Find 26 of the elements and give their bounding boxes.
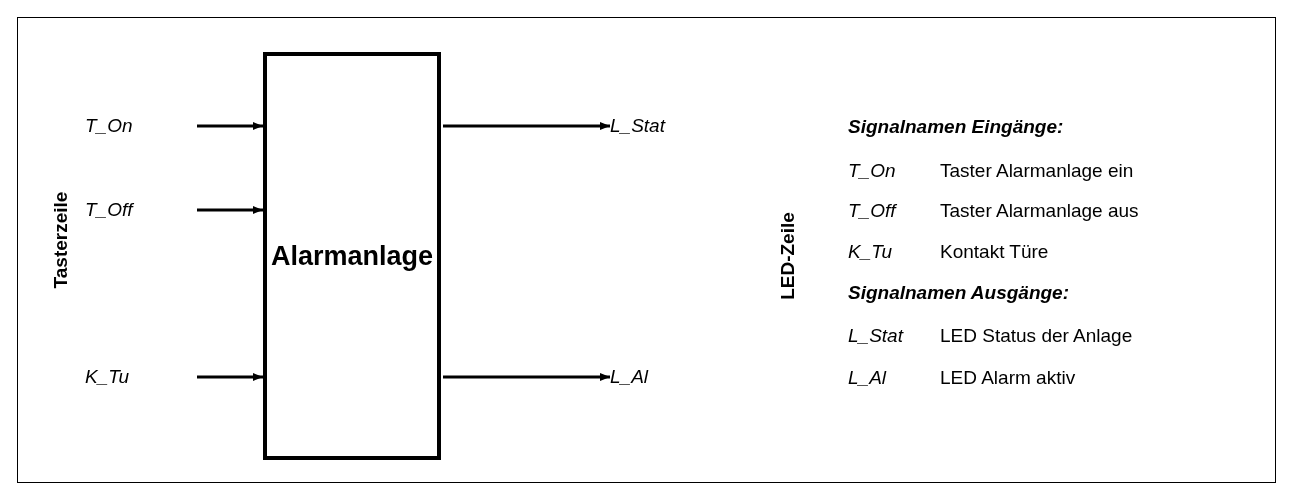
signal-name: T_On [85, 114, 195, 138]
signal-name: L_Al [610, 365, 690, 389]
arrow [443, 122, 610, 130]
table-heading: Signalnamen Eingänge: [848, 117, 1064, 136]
signal-name: L_Al [848, 368, 887, 387]
signal-description: LED Status der Anlage [940, 326, 1133, 345]
table-heading: Signalnamen Ausgänge: [848, 283, 1069, 302]
signal-name: K_Tu [848, 242, 892, 261]
signal-description: Kontakt Türe [940, 242, 1049, 261]
signal-name: T_Off [85, 198, 195, 222]
arrow [197, 206, 263, 214]
arrow [443, 373, 610, 381]
row-label: LED-Zeile [777, 212, 797, 300]
signal-description: Taster Alarmanlage aus [940, 201, 1139, 220]
signal-description: LED Alarm aktiv [940, 368, 1076, 387]
signal-name: L_Stat [848, 326, 903, 345]
signal-description: Taster Alarmanlage ein [940, 161, 1134, 180]
block-title: Alarmanlage [270, 240, 434, 272]
signal-name: T_On [848, 161, 896, 180]
signal-name: L_Stat [610, 114, 690, 138]
arrow [197, 373, 263, 381]
signal-name: T_Off [848, 201, 896, 220]
signal-name: K_Tu [85, 365, 195, 389]
block-box [263, 52, 441, 460]
arrow [197, 122, 263, 130]
row-label: Tasterzeile [50, 191, 70, 289]
